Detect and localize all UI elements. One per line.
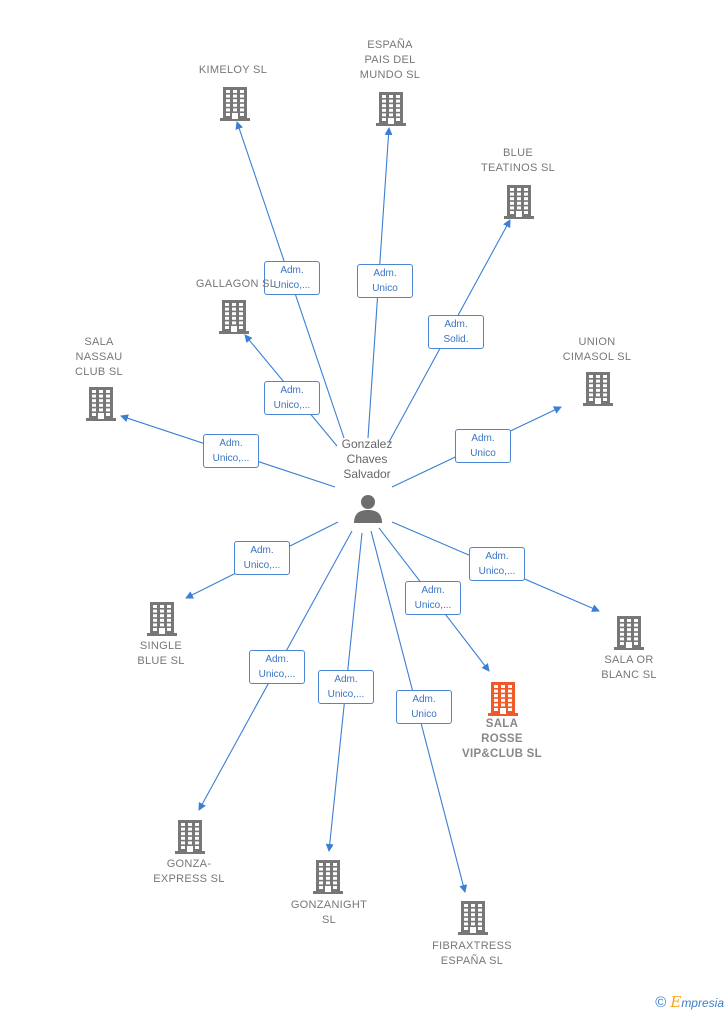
- relation-label-espana[interactable]: Adm. Unico: [357, 264, 413, 298]
- building-icon[interactable]: [86, 385, 116, 426]
- brand-logo: ©Empresia: [655, 993, 724, 1011]
- company-label-gonzanight[interactable]: GONZANIGHT SL: [290, 899, 368, 926]
- relation-label-nassau[interactable]: Adm. Unico,...: [203, 434, 259, 468]
- building-icon[interactable]: [220, 85, 250, 126]
- building-icon[interactable]: [175, 818, 205, 859]
- building-icon[interactable]: [488, 680, 518, 721]
- company-label-single[interactable]: SINGLE BLUE SL: [137, 640, 185, 667]
- relation-label-fibra[interactable]: Adm. Unico: [396, 690, 452, 724]
- building-icon[interactable]: [583, 370, 613, 411]
- relation-label-salaor[interactable]: Adm. Unico,...: [469, 547, 525, 581]
- building-icon[interactable]: [219, 298, 249, 339]
- relation-label-kimeloy[interactable]: Adm. Unico,...: [264, 261, 320, 295]
- company-label-salaor[interactable]: SALA OR BLANC SL: [601, 654, 657, 681]
- relation-label-blue[interactable]: Adm. Solid.: [428, 315, 484, 349]
- building-icon[interactable]: [504, 183, 534, 224]
- relation-label-union[interactable]: Adm. Unico: [455, 429, 511, 463]
- company-label-gallagon[interactable]: GALLAGON SL: [195, 278, 277, 290]
- building-icon[interactable]: [147, 600, 177, 641]
- company-label-nassau[interactable]: SALA NASSAU CLUB SL: [75, 336, 123, 378]
- building-icon[interactable]: [376, 90, 406, 131]
- person-icon[interactable]: [353, 493, 383, 528]
- company-label-union[interactable]: UNION CIMASOL SL: [562, 336, 632, 363]
- company-label-gonza[interactable]: GONZA- EXPRESS SL: [153, 858, 225, 885]
- relation-label-gallagon[interactable]: Adm. Unico,...: [264, 381, 320, 415]
- relation-label-gonza[interactable]: Adm. Unico,...: [249, 650, 305, 684]
- relation-label-single[interactable]: Adm. Unico,...: [234, 541, 290, 575]
- company-label-blue[interactable]: BLUE TEATINOS SL: [481, 147, 555, 174]
- company-label-fibra[interactable]: FIBRAXTRESS ESPAÑA SL: [432, 940, 512, 967]
- building-icon[interactable]: [458, 899, 488, 940]
- company-label-kimeloy[interactable]: KIMELOY SL: [198, 64, 268, 76]
- building-icon[interactable]: [614, 614, 644, 655]
- building-icon[interactable]: [313, 858, 343, 899]
- relation-label-rosse[interactable]: Adm. Unico,...: [405, 581, 461, 615]
- relation-label-gonzanight[interactable]: Adm. Unico,...: [318, 670, 374, 704]
- company-label-espana[interactable]: ESPAÑA PAIS DEL MUNDO SL: [359, 39, 421, 81]
- person-name: Gonzalez Chaves Salvador: [341, 437, 393, 481]
- company-label-rosse[interactable]: SALA ROSSE VIP&CLUB SL: [462, 718, 542, 760]
